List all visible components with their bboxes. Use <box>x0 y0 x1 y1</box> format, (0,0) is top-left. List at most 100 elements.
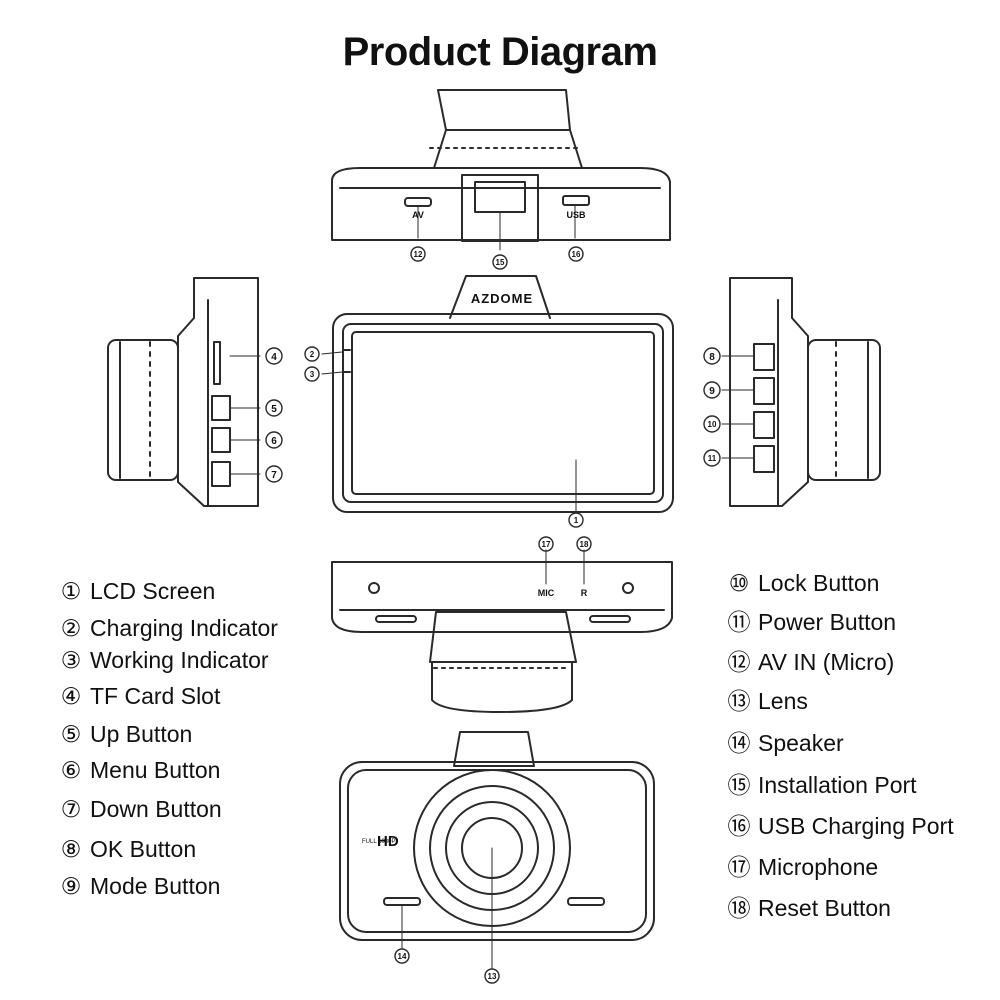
legend-label: Charging Indicator <box>90 615 278 641</box>
svg-text:6: 6 <box>271 436 277 447</box>
legend-number: ⑬ <box>727 688 751 714</box>
legend-number: ⑪ <box>727 609 751 635</box>
legend-item: ④ TF Card Slot <box>58 683 221 709</box>
legend-number: ⑮ <box>727 772 751 798</box>
right-side-view <box>721 277 881 507</box>
callout-11: 11 <box>703 449 721 467</box>
callout-8: 8 <box>703 347 721 365</box>
callout-15: 15 <box>492 254 508 270</box>
legend-label: Mode Button <box>90 873 221 899</box>
legend-number: ⑧ <box>60 836 82 862</box>
legend-number: ⑯ <box>727 813 751 839</box>
legend-label: OK Button <box>90 836 197 862</box>
bottom-view <box>331 549 673 713</box>
callout-18: 18 <box>576 536 592 552</box>
legend-number: ⑤ <box>60 721 82 747</box>
callout-14: 14 <box>394 948 410 964</box>
legend-number: ⑦ <box>60 796 82 822</box>
svg-text:1: 1 <box>574 516 579 525</box>
legend-item: ③ Working Indicator <box>58 647 269 673</box>
legend-number: ⑨ <box>60 873 82 899</box>
legend-number: ⑫ <box>727 649 751 675</box>
callout-9: 9 <box>703 381 721 399</box>
svg-text:2: 2 <box>310 350 315 359</box>
legend-item: ⑪ Power Button <box>726 609 897 635</box>
callout-7: 7 <box>265 465 283 483</box>
legend-number: ② <box>60 615 82 641</box>
legend-item: ② Charging Indicator <box>58 615 278 641</box>
legend-number: ⑱ <box>727 895 751 921</box>
callout-10: 10 <box>703 415 721 433</box>
legend-label: Speaker <box>758 730 844 756</box>
legend-label: USB Charging Port <box>758 813 954 839</box>
legend-label: TF Card Slot <box>90 683 221 709</box>
callout-17: 17 <box>538 536 554 552</box>
legend-item: ⑰ Microphone <box>726 854 879 880</box>
legend-item: ① LCD Screen <box>58 578 216 604</box>
svg-text:15: 15 <box>496 258 505 267</box>
legend-label: Lens <box>758 688 808 714</box>
callout-2: 2 <box>304 346 320 362</box>
legend-label: Working Indicator <box>90 647 269 673</box>
brand-logo: AZDOME <box>471 291 533 306</box>
svg-text:11: 11 <box>708 454 717 463</box>
legend-number: ① <box>60 578 82 604</box>
legend-item: ⑩ Lock Button <box>726 570 880 596</box>
reset-label: R <box>581 588 588 598</box>
callout-3: 3 <box>304 366 320 382</box>
callout-1: 1 <box>568 512 584 528</box>
svg-text:14: 14 <box>398 952 407 961</box>
legend-item: ⑦ Down Button <box>58 796 222 822</box>
legend-item: ⑮ Installation Port <box>726 772 917 798</box>
legend-number: ⑭ <box>727 730 751 756</box>
screen-view <box>321 275 674 513</box>
svg-text:5: 5 <box>271 404 277 415</box>
legend-label: AV IN (Micro) <box>758 649 895 675</box>
svg-text:16: 16 <box>572 250 581 259</box>
legend-label: Power Button <box>758 609 897 635</box>
legend-label: LCD Screen <box>90 578 216 604</box>
legend-item: ⑯ USB Charging Port <box>726 813 954 839</box>
legend-number: ⑰ <box>727 854 751 880</box>
top-view <box>331 89 671 251</box>
legend-item: ⑬ Lens <box>726 688 808 714</box>
legend-label: Installation Port <box>758 772 917 798</box>
legend-label: Reset Button <box>758 895 891 921</box>
svg-text:12: 12 <box>414 250 423 259</box>
mic-label: MIC <box>538 588 555 598</box>
av-port-label: AV <box>412 210 424 220</box>
callout-13: 13 <box>484 968 500 984</box>
svg-text:10: 10 <box>708 420 717 429</box>
legend-item: ⑧ OK Button <box>58 836 196 862</box>
callout-5: 5 <box>265 399 283 417</box>
callout-16: 16 <box>568 246 584 262</box>
legend-item: ⑫ AV IN (Micro) <box>726 649 895 675</box>
lens-view <box>339 731 655 969</box>
svg-text:13: 13 <box>488 972 497 981</box>
legend-item: ⑭ Speaker <box>726 730 844 756</box>
legend-label: Microphone <box>758 854 879 880</box>
svg-text:8: 8 <box>709 352 715 363</box>
legend-number: ③ <box>60 647 82 673</box>
hd-label: HD <box>377 833 399 850</box>
svg-text:7: 7 <box>271 470 277 481</box>
page-title: Product Diagram <box>342 30 658 74</box>
svg-text:17: 17 <box>542 540 551 549</box>
legend-item: ⑤ Up Button <box>58 721 193 747</box>
legend-item: ⑱ Reset Button <box>726 895 891 921</box>
svg-text:18: 18 <box>580 540 589 549</box>
legend-label: Up Button <box>90 721 193 747</box>
callout-4: 4 <box>265 347 283 365</box>
svg-text:4: 4 <box>271 352 277 363</box>
legend-number: ⑥ <box>60 757 82 783</box>
legend-number: ④ <box>60 683 82 709</box>
legend-item: ⑨ Mode Button <box>58 873 221 899</box>
full-hd-small-label: FULL 1080P <box>362 839 395 845</box>
svg-text:3: 3 <box>310 370 315 379</box>
left-side-view <box>107 277 261 507</box>
legend-label: Down Button <box>90 796 222 822</box>
legend-label: Lock Button <box>758 570 880 596</box>
legend-number: ⑩ <box>728 570 750 596</box>
